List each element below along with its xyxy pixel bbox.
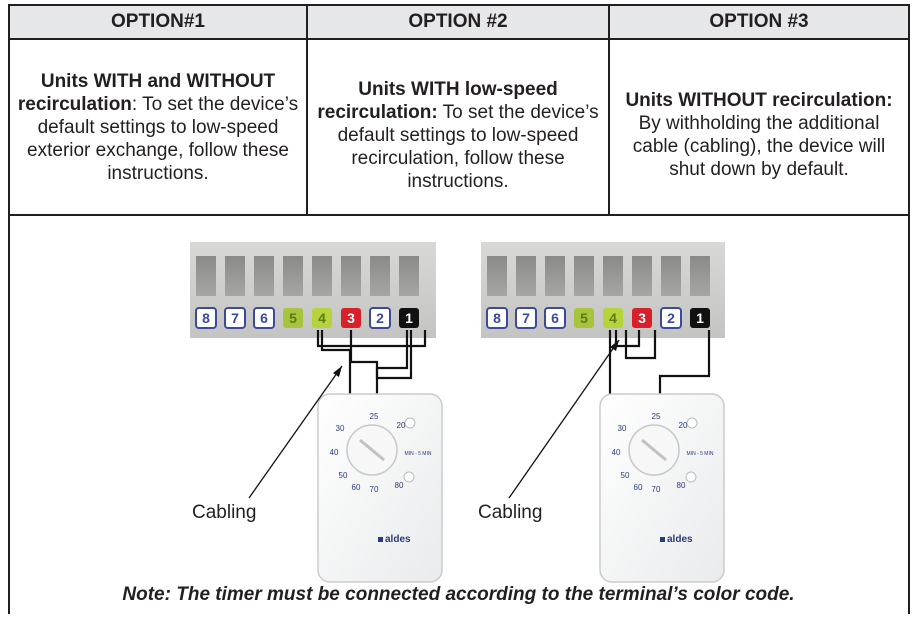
table-top-border	[8, 4, 910, 6]
terminal-2	[369, 307, 391, 329]
table-left-border	[8, 4, 10, 614]
header-option-3: OPTION #3	[709, 11, 809, 32]
terminal-5-label: 5	[580, 310, 588, 326]
terminal-1	[690, 308, 710, 328]
timer-1: 25 20 30 40 50 60 70 80 MIN - 5 MIN alde…	[317, 393, 443, 583]
brand-logo: aldes	[385, 534, 411, 545]
cabling-label-1: Cabling	[192, 502, 257, 523]
callout-pointer	[508, 339, 620, 499]
dial-caption: MIN - 5 MIN	[687, 451, 714, 457]
terminal-3-label: 3	[638, 310, 646, 326]
terminal-1-label: 1	[696, 310, 704, 326]
dial-40: 40	[330, 448, 339, 457]
dial-40: 40	[612, 448, 621, 457]
terminal-5-label: 5	[289, 310, 297, 326]
header-option-1: OPTION#1	[111, 11, 205, 32]
terminal-1-label: 1	[405, 310, 413, 326]
terminal-4	[603, 308, 623, 328]
text-row-divider	[8, 214, 910, 216]
header-divider	[8, 38, 910, 40]
option-1-description: Units WITH and WITHOUT recirculation: To…	[16, 40, 300, 214]
terminal-4-label: 4	[318, 310, 326, 326]
dial-80: 80	[677, 481, 686, 490]
terminal-2-label: 2	[667, 310, 675, 326]
dial-60: 60	[352, 483, 361, 492]
terminal-6-label: 6	[551, 310, 559, 326]
dial-caption: MIN - 5 MIN	[405, 451, 432, 457]
wires	[608, 330, 711, 398]
table-header-bar	[9, 5, 909, 39]
terminal-4	[312, 308, 332, 328]
terminal-7-label: 7	[231, 310, 239, 326]
cabling-label-2: Cabling	[478, 502, 543, 523]
dial-80: 80	[395, 481, 404, 490]
option-2-text: To set the device’s default settings to …	[337, 101, 599, 192]
terminal-1	[399, 308, 419, 328]
column-divider-2	[608, 4, 610, 215]
terminal-7	[224, 307, 246, 329]
terminal-4-label: 4	[609, 310, 617, 326]
dial-50: 50	[621, 471, 630, 480]
terminal-labels: 8 7 6 5 4 3 2 1	[486, 307, 710, 329]
option-3-description: Units WITHOUT recirculation: By withhold…	[618, 48, 900, 222]
terminal-slots	[487, 256, 710, 296]
option-1-bold: Units WITH and WITHOUT recirculation	[17, 70, 276, 115]
dial-70: 70	[652, 485, 661, 494]
terminal-8-label: 8	[493, 310, 501, 326]
terminal-2	[660, 307, 682, 329]
callout-pointer	[248, 365, 343, 499]
dial-30: 30	[618, 424, 627, 433]
option-3-text: By withholding the additional cable (cab…	[632, 113, 886, 180]
dial-70: 70	[370, 485, 379, 494]
terminal-5	[574, 308, 594, 328]
option-2-bold: Units WITH low-speed recirculation:	[317, 78, 558, 123]
dial-25: 25	[370, 412, 379, 421]
terminal-8-label: 8	[202, 310, 210, 326]
wires	[316, 330, 427, 398]
terminal-6	[253, 307, 275, 329]
terminal-2-label: 2	[376, 310, 384, 326]
terminal-slots	[196, 256, 419, 296]
table-right-border	[908, 4, 910, 614]
terminal-8	[486, 307, 508, 329]
terminal-7-label: 7	[522, 310, 530, 326]
dial-60: 60	[634, 483, 643, 492]
terminal-6-label: 6	[260, 310, 268, 326]
option-3-bold: Units WITHOUT recirculation:	[625, 90, 893, 111]
diagram-2: 8 7 6 5 4 3 2 1 25 20 30 40	[481, 242, 725, 583]
terminal-3	[632, 308, 652, 328]
timer-2: 25 20 30 40 50 60 70 80 MIN - 5 MIN alde…	[599, 393, 725, 583]
terminal-6	[544, 307, 566, 329]
terminal-7	[515, 307, 537, 329]
terminal-3	[341, 308, 361, 328]
option-2-description: Units WITH low-speed recirculation: To s…	[316, 48, 600, 222]
note-text: Note: The timer must be connected accord…	[122, 584, 795, 605]
dial-20: 20	[679, 421, 688, 430]
terminal-3-label: 3	[347, 310, 355, 326]
column-divider-1	[306, 4, 308, 215]
dial-25: 25	[652, 412, 661, 421]
brand-logo: aldes	[667, 534, 693, 545]
terminal-labels: 8 7 6 5 4 3 2 1	[195, 307, 419, 329]
header-option-2: OPTION #2	[408, 11, 508, 32]
diagram-1: 8 7 6 5 4 3 2 1 25 20 30 4	[190, 242, 443, 583]
dial-50: 50	[339, 471, 348, 480]
dial-30: 30	[336, 424, 345, 433]
dial-20: 20	[397, 421, 406, 430]
terminal-8	[195, 307, 217, 329]
terminal-5	[283, 308, 303, 328]
option-1-text: : To set the device’s default settings t…	[27, 93, 299, 184]
